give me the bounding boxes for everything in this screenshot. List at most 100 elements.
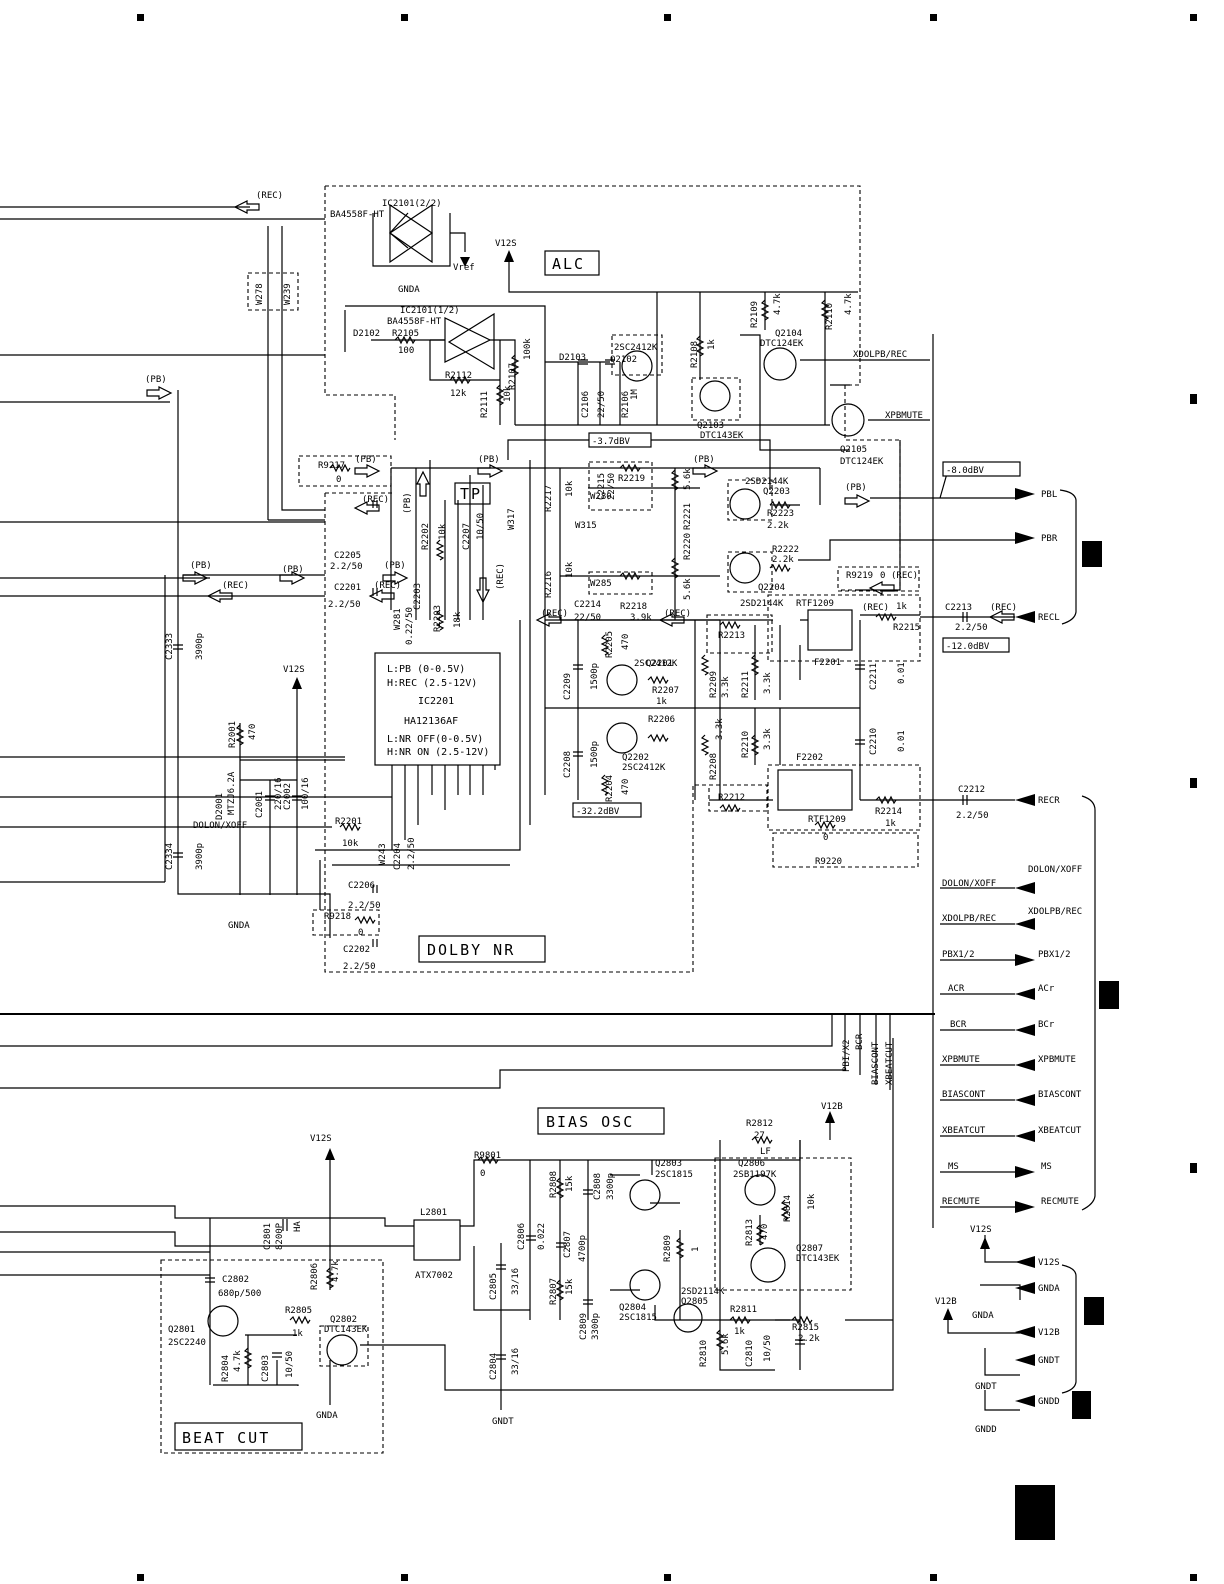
label-parts-r2810: R2810 xyxy=(699,1340,709,1367)
label-parts-r9801: R9801 xyxy=(474,1151,501,1161)
label-parts-q2802: DTC143EK xyxy=(324,1325,368,1335)
label-ic-ic2201-part: HA12136AF xyxy=(404,716,458,727)
label-signals-pb: (PB) xyxy=(403,492,413,514)
label-parts-c2201: C2201 xyxy=(334,583,361,593)
label-signals-pb: (PB) xyxy=(693,455,715,465)
label-parts-q2203n: Q2203 xyxy=(763,487,790,497)
label-parts-r2815: R2815 xyxy=(792,1323,819,1333)
label-parts-r2111v: 10k xyxy=(503,385,513,402)
label-parts-c2106: C2106 xyxy=(581,391,591,418)
label-parts-q2801: 2SC2240 xyxy=(168,1338,206,1348)
label-parts-r2218: R2218 xyxy=(620,602,647,612)
label-parts-c2002: C2002 xyxy=(283,783,293,810)
label-parts-r2223: R2223 xyxy=(767,509,794,519)
label-parts-r2208v: 3.3k xyxy=(715,718,725,740)
label-parts-c2808: C2808 xyxy=(593,1173,603,1200)
label-power-connector-3-label: GNDT xyxy=(1038,1356,1060,1366)
label-parts-q2806n: Q2806 xyxy=(738,1159,765,1169)
label-parts-r9220v: 0 xyxy=(823,833,828,843)
label-parts-c2805: C2805 xyxy=(489,1273,499,1300)
label-ic-ic2201: IC2201 xyxy=(418,696,454,707)
label-parts-c2206v: 2.2/50 xyxy=(348,901,381,911)
block-outlines xyxy=(160,185,921,1454)
label-parts-r2812: R2812 xyxy=(746,1119,773,1129)
label-parts-q2807n: Q2807 xyxy=(796,1244,823,1254)
label-parts-c2334v: 3900p xyxy=(195,843,205,870)
label-power-v12s-2: V12S xyxy=(283,665,305,675)
label-parts-c2207: C2207 xyxy=(462,523,472,550)
label-bus-labels-4-outer: BCr xyxy=(1038,1020,1055,1030)
label-signals-rec: (REC) xyxy=(541,609,568,619)
label-bus-labels-5-inner: XPBMUTE xyxy=(942,1055,980,1065)
label-ic-f2201: F2201 xyxy=(814,658,841,668)
label-power-gndt-r: GNDT xyxy=(975,1382,997,1392)
label-parts-c2208v: 1500p xyxy=(590,741,600,768)
label-vertical-bus-0: PBI/X2 xyxy=(842,1039,852,1072)
label-parts-r2814: R2814 xyxy=(783,1195,793,1222)
label-parts-r2208: R2208 xyxy=(709,753,719,780)
label-bus-labels-1-outer: XDOLPB/REC xyxy=(1028,907,1082,917)
alc-label: ALC xyxy=(552,255,585,273)
label-parts-c2806v: 0.022 xyxy=(537,1223,547,1250)
label-parts-r2110v: 4.7k xyxy=(844,293,854,315)
label-signals-rec: (REC) xyxy=(256,191,283,201)
label-parts-r2215: R2215 xyxy=(893,623,920,633)
label-parts-q2103: DTC143EK xyxy=(700,431,744,441)
label-signals-rec: (REC) xyxy=(362,495,389,505)
label-parts-r2209v: 3.3k xyxy=(721,676,731,698)
label-parts-r2110: R2110 xyxy=(825,303,835,330)
label-parts-r2211: R2211 xyxy=(741,671,751,698)
label-power-gnda-r: GNDA xyxy=(972,1311,994,1321)
label-power-connector-4-label: GNDD xyxy=(1038,1397,1060,1407)
label-parts-r2216v: 10k xyxy=(565,561,575,578)
label-bus-labels-9-outer: RECMUTE xyxy=(1041,1197,1079,1207)
label-parts-q2102: 2SC2412K xyxy=(614,343,658,353)
label-parts-c2002v: 100/16 xyxy=(301,777,311,810)
label-vertical-bus-2: BIASCONT xyxy=(871,1041,881,1085)
label-connector-right-3-label: RECR xyxy=(1038,796,1060,806)
label-parts-r2222: R2222 xyxy=(772,545,799,555)
label-parts-r2213: R2213 xyxy=(718,631,745,641)
label-signals-rec: (REC) xyxy=(374,581,401,591)
label-ic-ic2101-a-part: BA4558F-HT xyxy=(330,210,385,220)
label-parts-q2204: 2SD2144K xyxy=(740,599,784,609)
label-parts-r2107: R2107 xyxy=(508,363,518,390)
label-ic-ic2201-note4: H:NR ON (2.5-12V) xyxy=(387,747,489,758)
rotated-labels: W278 W239 R2111 10k R2107 100k C2106 22/… xyxy=(165,283,907,1382)
label-parts-c2804: C2804 xyxy=(489,1353,499,1380)
label-signals-rec: (REC) xyxy=(891,571,918,581)
label-parts-c2807: C2807 xyxy=(563,1231,573,1258)
label-parts-r2210: R2210 xyxy=(741,731,751,758)
label-parts-c2804v: 33/16 xyxy=(511,1348,521,1375)
label-levels-l4: -32.2dBV xyxy=(576,807,620,817)
label-parts-r2108v: 1k xyxy=(707,339,717,350)
label-parts-r2108: R2108 xyxy=(690,341,700,368)
label-bus-labels-8-outer: MS xyxy=(1041,1162,1052,1172)
label-parts-r2214: R2214 xyxy=(875,807,902,817)
label-parts-r2112: R2112 xyxy=(445,371,472,381)
label-parts-r2106v: 1M xyxy=(630,389,640,400)
label-parts-d2101: D2102 xyxy=(353,329,380,339)
label-parts-c2211: C2211 xyxy=(869,663,879,690)
label-signals-rec: (REC) xyxy=(990,603,1017,613)
label-signals-rec: (REC) xyxy=(862,603,889,613)
f2201-box xyxy=(807,609,853,651)
label-parts-r2811: R2811 xyxy=(730,1305,757,1315)
label-parts-r2215v: 1k xyxy=(896,602,907,612)
label-parts-r2105: R2105 xyxy=(392,329,419,339)
label-bus-labels-2-outer: PBX1/2 xyxy=(1038,950,1071,960)
label-power-v12s-3: V12S xyxy=(970,1225,992,1235)
capacitors xyxy=(173,359,968,1360)
label-parts-w280: W280 xyxy=(590,492,612,502)
label-ic-ic2201-note1: L:PB (0-0.5V) xyxy=(387,664,465,675)
label-parts-r2109v: 4.7k xyxy=(773,293,783,315)
wiring xyxy=(0,206,1096,1411)
label-vertical-bus-1: BCR xyxy=(855,1033,865,1050)
label-parts-c2001: C2001 xyxy=(255,791,265,818)
label-parts-r2107v: 100k xyxy=(523,338,533,360)
label-parts-r2214v: 1k xyxy=(885,819,896,829)
label-parts-c2205: C2205 xyxy=(334,551,361,561)
label-parts-c2803: C2803 xyxy=(261,1355,271,1382)
label-ic-l2801-part: ATX7002 xyxy=(415,1271,453,1281)
label-levels-l3: -12.0dBV xyxy=(946,642,990,652)
